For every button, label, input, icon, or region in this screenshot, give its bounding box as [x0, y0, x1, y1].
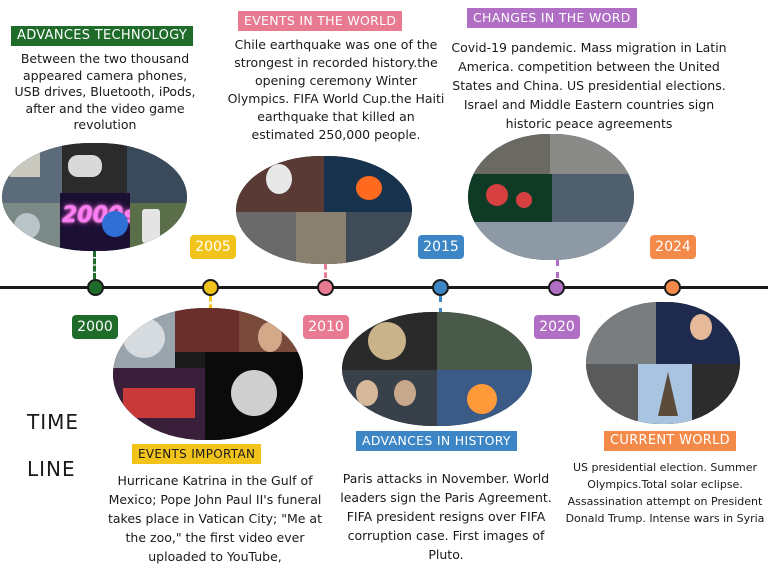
timeline-dot-2020 [548, 279, 565, 296]
label-events-in-the-world: EVENTS IN THE WORLD [238, 11, 403, 31]
year-2005: 2005 [190, 235, 236, 259]
year-2010: 2010 [303, 315, 349, 339]
label-current-world: CURRENT WORLD [604, 431, 736, 451]
side-title-time: TIME [27, 410, 80, 434]
label-advances-technology: ADVANCES TECHNOLOGY [11, 26, 194, 46]
tick-2015 [439, 296, 442, 314]
collage-events-2010 [236, 156, 412, 264]
tick-2010 [324, 264, 327, 278]
collage-technology-2000s: 2000s [2, 143, 187, 251]
text-changes-in-the-world: Covid-19 pandemic. Mass migration in Lat… [451, 40, 727, 131]
timeline-dot-2015 [432, 279, 449, 296]
text-advances-in-history: Paris attacks in November. World leaders… [340, 471, 552, 562]
collage-changes-2020 [468, 134, 634, 260]
text-events-important: Hurricane Katrina in the Gulf of Mexico;… [108, 473, 322, 564]
label-events-important: EVENTS IMPORTAN [132, 444, 262, 464]
year-2020: 2020 [534, 315, 580, 339]
year-2000: 2000 [72, 315, 118, 339]
collage-current-2024 [586, 302, 740, 424]
collage-history-2015 [342, 312, 532, 426]
year-2015: 2015 [418, 235, 464, 259]
label-advances-in-history: ADVANCES IN HISTORY [356, 431, 517, 451]
tick-2020 [556, 260, 559, 278]
side-title-line: LINE [27, 457, 76, 481]
text-advances-technology: Between the two thousand appeared camera… [14, 51, 196, 132]
label-changes-in-the-world: CHANGES IN THE WORD [467, 8, 637, 28]
year-2024: 2024 [650, 235, 696, 259]
timeline-dot-2005 [202, 279, 219, 296]
timeline-axis [0, 286, 768, 289]
timeline-dot-2000 [87, 279, 104, 296]
tick-2005 [209, 296, 212, 310]
text-current-world: US presidential election. Summer Olympic… [565, 461, 765, 525]
timeline-dot-2024 [664, 279, 681, 296]
text-events-in-the-world: Chile earthquake was one of the stronges… [227, 37, 445, 142]
tick-2000 [93, 251, 96, 279]
timeline-dot-2010 [317, 279, 334, 296]
collage-events-2005 [113, 308, 303, 440]
